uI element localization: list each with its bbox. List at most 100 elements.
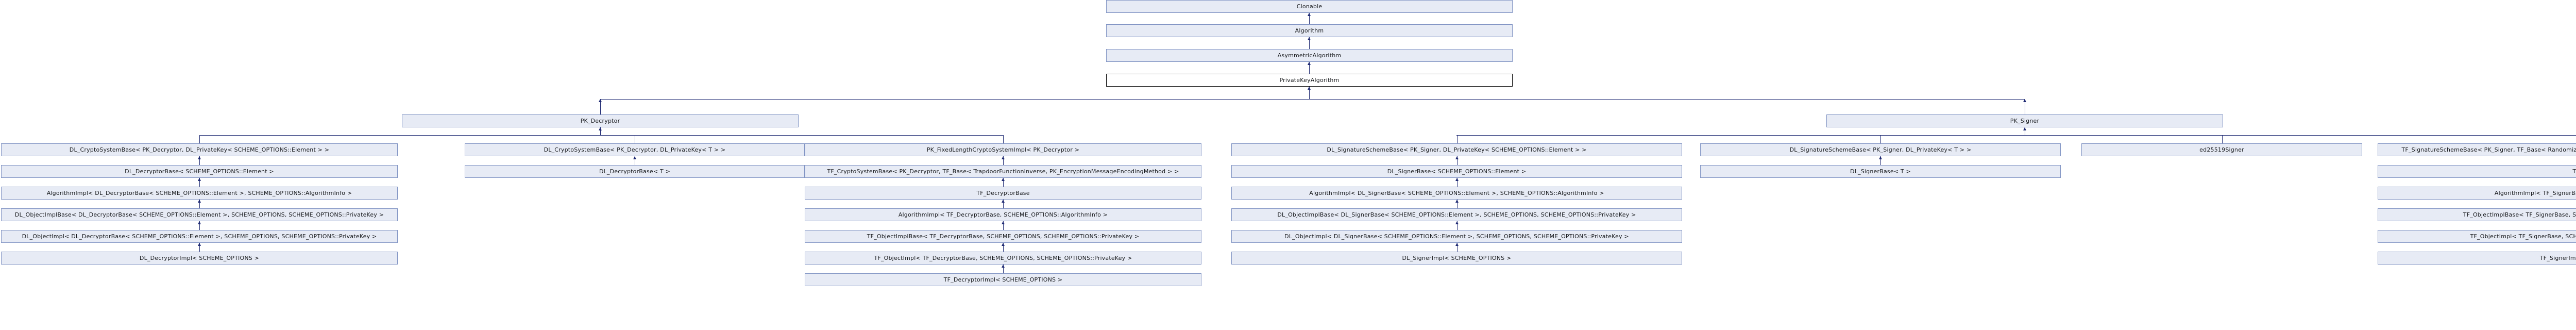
class-node-n30[interactable]: TF_ObjectImpl< TF_SignerBase, SCHEME_OPT…	[2378, 230, 2576, 243]
class-node-label: DL_DecryptorBase< SCHEME_OPTIONS::Elemen…	[125, 168, 274, 175]
inheritance-arrow-icon	[1002, 243, 1005, 246]
inheritance-arrow-icon	[1455, 243, 1459, 246]
class-node-n12[interactable]: TF_SignatureSchemeBase< PK_Signer, TF_Ba…	[2378, 143, 2576, 156]
class-node-n27[interactable]: DL_ObjectImpl< DL_DecryptorBase< SCHEME_…	[1, 230, 398, 243]
class-node-n2[interactable]: AsymmetricAlgorithm	[1106, 49, 1513, 62]
class-node-n4[interactable]: PK_Decryptor	[402, 114, 799, 127]
class-node-label: TF_CryptoSystemBase< PK_Decryptor, TF_Ba…	[827, 168, 1179, 175]
class-node-label: TF_SignerBase	[2572, 168, 2576, 175]
class-node-label: TF_ObjectImplBase< TF_DecryptorBase, SCH…	[867, 233, 1140, 240]
inheritance-edge-vertical	[2222, 135, 2223, 143]
class-node-label: AsymmetricAlgorithm	[1277, 52, 1342, 59]
inheritance-edge-vertical	[1003, 135, 1004, 143]
class-node-n25[interactable]: DL_ObjectImplBase< DL_SignerBase< SCHEME…	[1231, 208, 1682, 221]
inheritance-edge-vertical	[1457, 135, 1458, 143]
class-node-n17[interactable]: DL_SignerBase< T >	[1700, 165, 2061, 178]
inheritance-edge-vertical	[199, 200, 200, 208]
class-node-n23[interactable]: DL_ObjectImplBase< DL_DecryptorBase< SCH…	[1, 208, 398, 221]
class-node-n28[interactable]: TF_ObjectImplBase< TF_DecryptorBase, SCH…	[805, 230, 1201, 243]
class-node-n31[interactable]: DL_DecryptorImpl< SCHEME_OPTIONS >	[1, 252, 398, 265]
class-node-label: DL_SignerBase< T >	[1850, 168, 1911, 175]
inheritance-edge-vertical	[1309, 13, 1310, 24]
inheritance-arrow-icon	[1002, 265, 1005, 268]
inheritance-edge-vertical	[1880, 135, 1881, 143]
class-node-label: TF_DecryptorImpl< SCHEME_OPTIONS >	[943, 276, 1063, 283]
inheritance-arrow-icon	[198, 178, 201, 181]
class-node-n16[interactable]: DL_SignerBase< SCHEME_OPTIONS::Element >	[1231, 165, 1682, 178]
class-node-n9[interactable]: DL_SignatureSchemeBase< PK_Signer, DL_Pr…	[1231, 143, 1682, 156]
inheritance-edge-vertical	[600, 127, 601, 135]
inheritance-edge-vertical	[1003, 178, 1004, 187]
inheritance-arrow-icon	[1455, 200, 1459, 203]
inheritance-arrow-icon	[198, 243, 201, 246]
inheritance-edge-vertical	[1309, 37, 1310, 49]
class-node-label: PrivateKeyAlgorithm	[1279, 77, 1340, 84]
class-node-n14[interactable]: DL_DecryptorBase< T >	[465, 165, 805, 178]
class-node-n34[interactable]: TF_SignerImpl< SCHEME_OPTIONS >	[2378, 252, 2576, 265]
class-node-n3[interactable]: PrivateKeyAlgorithm	[1106, 74, 1513, 87]
inheritance-arrow-icon	[198, 200, 201, 203]
class-node-n7[interactable]: DL_CryptoSystemBase< PK_Decryptor, DL_Pr…	[465, 143, 805, 156]
inheritance-edge-vertical	[199, 156, 200, 165]
class-node-label: TF_DecryptorBase	[976, 190, 1030, 196]
class-node-n11[interactable]: ed25519Signer	[2081, 143, 2362, 156]
class-node-n24[interactable]: AlgorithmImpl< TF_DecryptorBase, SCHEME_…	[805, 208, 1201, 221]
class-node-label: TF_ObjectImpl< TF_DecryptorBase, SCHEME_…	[874, 255, 1132, 261]
class-node-label: DL_DecryptorBase< T >	[599, 168, 671, 175]
class-node-n13[interactable]: DL_DecryptorBase< SCHEME_OPTIONS::Elemen…	[1, 165, 398, 178]
class-node-n26[interactable]: TF_ObjectImplBase< TF_SignerBase, SCHEME…	[2378, 208, 2576, 221]
inheritance-edge-vertical	[1457, 156, 1458, 165]
class-node-label: Algorithm	[1295, 27, 1324, 34]
class-node-label: PK_Decryptor	[580, 118, 620, 124]
class-node-n15[interactable]: TF_CryptoSystemBase< PK_Decryptor, TF_Ba…	[805, 165, 1201, 178]
class-node-n6[interactable]: DL_CryptoSystemBase< PK_Decryptor, DL_Pr…	[1, 143, 398, 156]
inheritance-edge-vertical	[199, 135, 200, 143]
class-node-n20[interactable]: TF_DecryptorBase	[805, 187, 1201, 200]
class-node-n22[interactable]: AlgorithmImpl< TF_SignerBase, SCHEME_OPT…	[2378, 187, 2576, 200]
class-node-label: PK_Signer	[2010, 118, 2040, 124]
class-node-label: AlgorithmImpl< DL_SignerBase< SCHEME_OPT…	[1309, 190, 1604, 196]
class-node-label: DL_SignatureSchemeBase< PK_Signer, DL_Pr…	[1327, 146, 1587, 153]
class-node-label: Clonable	[1296, 3, 1323, 10]
inheritance-arrow-icon	[1879, 156, 1882, 159]
class-node-n10[interactable]: DL_SignatureSchemeBase< PK_Signer, DL_Pr…	[1700, 143, 2061, 156]
class-node-label: AlgorithmImpl< TF_DecryptorBase, SCHEME_…	[898, 211, 1108, 218]
inheritance-edge-vertical	[1457, 243, 1458, 252]
inheritance-arrow-icon	[633, 156, 636, 159]
inheritance-edge-vertical	[1309, 87, 1310, 99]
inheritance-edge-horizontal	[199, 135, 1003, 136]
class-node-n29[interactable]: DL_ObjectImpl< DL_SignerBase< SCHEME_OPT…	[1231, 230, 1682, 243]
class-node-label: TF_SignerImpl< SCHEME_OPTIONS >	[2539, 255, 2576, 261]
class-node-n1[interactable]: Algorithm	[1106, 24, 1513, 37]
inheritance-edge-vertical	[600, 99, 601, 114]
class-node-n18[interactable]: TF_SignerBase	[2378, 165, 2576, 178]
class-node-n35[interactable]: TF_DecryptorImpl< SCHEME_OPTIONS >	[805, 273, 1201, 286]
inheritance-arrow-icon	[198, 156, 201, 159]
inheritance-edge-vertical	[199, 243, 200, 252]
class-node-n5[interactable]: PK_Signer	[1826, 114, 2223, 127]
inheritance-arrow-icon	[1002, 200, 1005, 203]
class-node-n32[interactable]: TF_ObjectImpl< TF_DecryptorBase, SCHEME_…	[805, 252, 1201, 265]
class-node-label: DL_CryptoSystemBase< PK_Decryptor, DL_Pr…	[69, 146, 330, 153]
inheritance-edge-vertical	[1003, 156, 1004, 165]
inheritance-edge-horizontal	[1456, 135, 2576, 136]
class-node-n33[interactable]: DL_SignerImpl< SCHEME_OPTIONS >	[1231, 252, 1682, 265]
inheritance-edge-vertical	[1003, 221, 1004, 230]
class-node-n21[interactable]: AlgorithmImpl< DL_SignerBase< SCHEME_OPT…	[1231, 187, 1682, 200]
class-node-label: TF_SignatureSchemeBase< PK_Signer, TF_Ba…	[2401, 146, 2576, 153]
class-node-n0[interactable]: Clonable	[1106, 0, 1513, 13]
class-node-label: AlgorithmImpl< DL_DecryptorBase< SCHEME_…	[46, 190, 352, 196]
inheritance-edge-vertical	[1457, 178, 1458, 187]
inheritance-edge-vertical	[199, 178, 200, 187]
inheritance-arrow-icon	[1455, 156, 1459, 159]
class-node-label: DL_ObjectImplBase< DL_DecryptorBase< SCH…	[14, 211, 384, 218]
class-node-n8[interactable]: PK_FixedLengthCryptoSystemImpl< PK_Decry…	[805, 143, 1201, 156]
class-node-label: DL_ObjectImpl< DL_SignerBase< SCHEME_OPT…	[1284, 233, 1629, 240]
inheritance-edge-vertical	[1457, 200, 1458, 208]
class-node-n19[interactable]: AlgorithmImpl< DL_DecryptorBase< SCHEME_…	[1, 187, 398, 200]
class-node-label: TF_ObjectImplBase< TF_SignerBase, SCHEME…	[2463, 211, 2576, 218]
inheritance-edge-vertical	[1309, 62, 1310, 74]
class-node-label: TF_ObjectImpl< TF_SignerBase, SCHEME_OPT…	[2470, 233, 2576, 240]
inheritance-arrow-icon	[1455, 178, 1459, 181]
